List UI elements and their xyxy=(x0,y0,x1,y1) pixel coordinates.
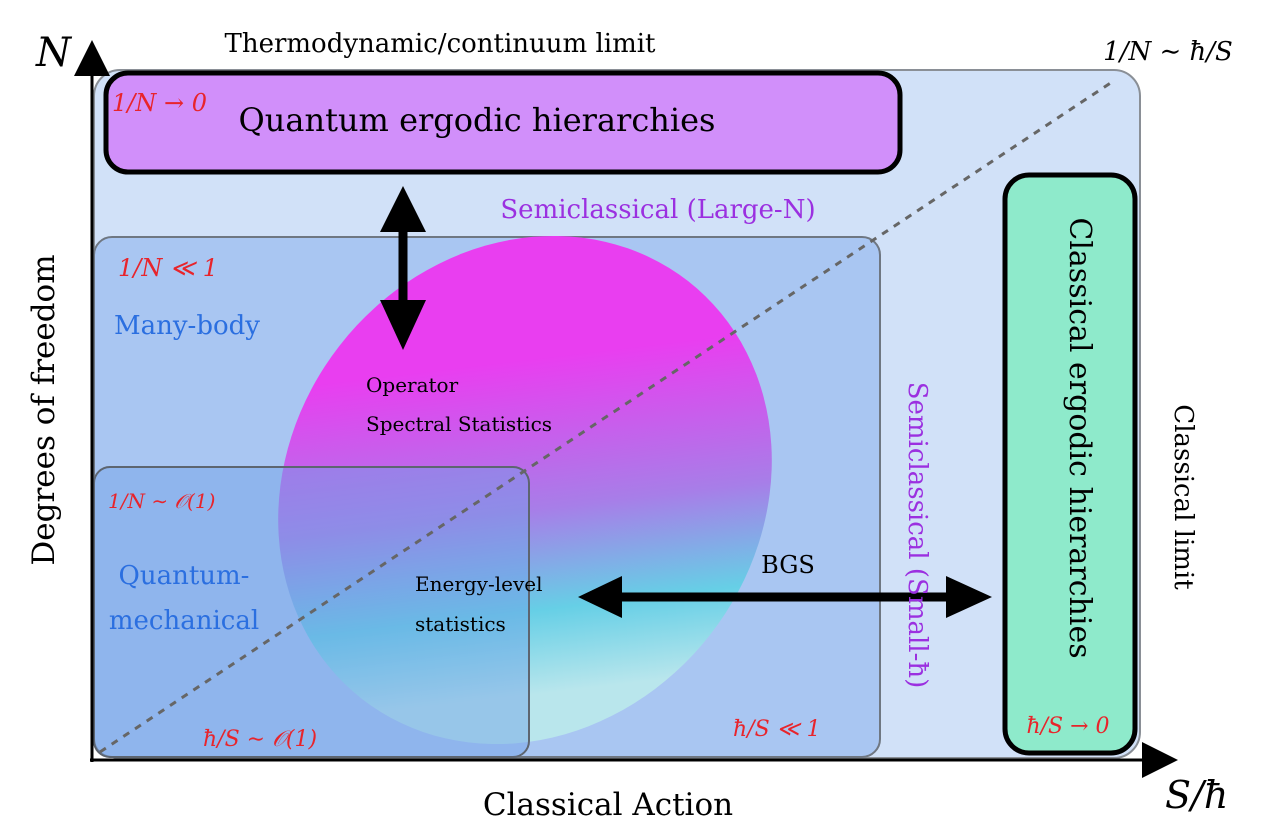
semiclassical-small-hbar-label: Semiclassical (Small-ħ) xyxy=(902,382,932,689)
spectral-statistics-blob xyxy=(278,235,772,745)
top-limit-label: Thermodynamic/continuum limit xyxy=(224,29,656,59)
qm-tag: 1/N ∼ 𝒪(1) xyxy=(108,489,215,513)
qm-title-line2: mechanical xyxy=(109,606,259,636)
y-axis-label: Degrees of freedom xyxy=(26,254,62,565)
quantum-ergodic-tag: 1/N → 0 xyxy=(112,89,207,117)
bgs-label: BGS xyxy=(761,551,815,579)
many-body-corner-tag: ħ/S ≪ 1 xyxy=(733,717,821,742)
qm-corner-tag: ħ/S ∼ 𝒪(1) xyxy=(203,727,317,752)
y-axis-symbol: N xyxy=(35,30,73,76)
operator-label-line2: Spectral Statistics xyxy=(366,412,552,436)
x-axis-label: Classical Action xyxy=(483,787,733,823)
many-body-tag: 1/N ≪ 1 xyxy=(118,254,218,282)
classical-ergodic-title: Classical ergodic hierarchies xyxy=(1062,217,1097,658)
x-axis-symbol: S/ħ xyxy=(1165,773,1228,817)
bgs-double-arrow xyxy=(578,576,992,618)
quantum-ergodic-box xyxy=(103,70,903,175)
energy-label-line2: statistics xyxy=(415,612,506,636)
diagonal-dashed-line xyxy=(99,78,1116,754)
many-body-title: Many-body xyxy=(114,311,260,341)
classical-ergodic-box xyxy=(1002,172,1138,756)
semiclassical-large-n-label: Semiclassical (Large-N) xyxy=(500,195,815,225)
operator-label-line1: Operator xyxy=(366,373,459,397)
qm-title-line1: Quantum- xyxy=(119,561,250,591)
vertical-double-arrow xyxy=(380,186,426,350)
diagonal-label: 1/N ∼ ħ/S xyxy=(1103,37,1233,67)
classical-ergodic-tag: ħ/S → 0 xyxy=(1026,714,1109,739)
quantum-ergodic-title: Quantum ergodic hierarchies xyxy=(239,101,716,139)
right-limit-label: Classical limit xyxy=(1168,404,1198,590)
energy-label-line1: Energy-level xyxy=(415,572,543,596)
